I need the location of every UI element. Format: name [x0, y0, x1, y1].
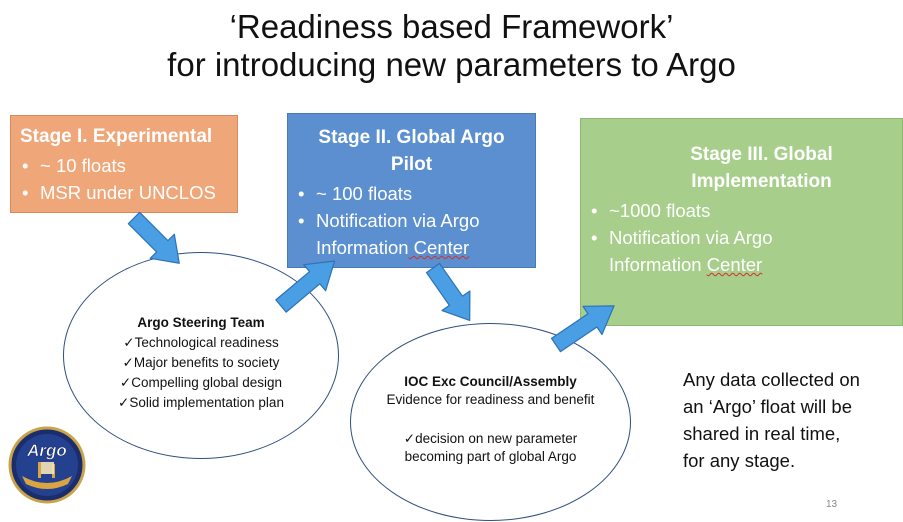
slide-title: ‘Readiness based Framework’ for introduc… — [0, 8, 903, 84]
stage-3-bullet: Notification via Argo Information Center — [585, 224, 898, 278]
check-icon: ✓ — [119, 375, 132, 391]
check-icon: ✓ — [122, 355, 134, 371]
check-icon: ✓ — [123, 335, 135, 351]
stage-3-title-line-1: Stage III. Global — [690, 144, 833, 165]
stage-2-bullet: Notification via Argo Information Center — [292, 207, 531, 261]
stage-3-title-line-2: Implementation — [691, 171, 832, 192]
steering-team-heading: Argo Steering Team — [137, 315, 265, 330]
note-text: Any data collected on an ‘Argo’ float wi… — [683, 366, 893, 474]
stage-2-bullet-text: Notification via Argo — [316, 210, 480, 231]
slide-title-line-2: for introducing new parameters to Argo — [167, 46, 736, 83]
stage-1-box: Stage I. Experimental ~ 10 floats MSR un… — [10, 115, 238, 213]
stage-3-bullet: ~1000 floats — [585, 197, 898, 224]
slide-title-line-1: ‘Readiness based Framework’ — [229, 8, 674, 45]
steering-team-item-text: Technological readiness — [134, 335, 279, 350]
steering-team-item: ✓Compelling global design — [88, 373, 314, 393]
ioc-text: IOC Exc Council/Assembly Evidence for re… — [360, 373, 621, 466]
check-icon: ✓ — [118, 395, 130, 411]
ioc-decision-text: decision on new parameter — [415, 431, 578, 446]
steering-team-item: ✓Solid implementation plan — [88, 393, 314, 413]
stage-2-title-line-2: Pilot — [390, 154, 433, 175]
stage-2-bullet-text-cont-2: Center — [408, 237, 470, 258]
stage-2-box: Stage II. Global Argo Pilot ~ 100 floats… — [287, 113, 536, 268]
stage-2-bullet-text-cont: Information — [316, 237, 409, 258]
note-line: shared in real time, — [683, 423, 841, 444]
stage-3-bullets: ~1000 floats Notification via Argo Infor… — [585, 197, 898, 278]
argo-logo: Argo — [8, 426, 86, 504]
steering-team-item-text: Solid implementation plan — [129, 395, 284, 410]
stage-3-bullet-text: Notification via Argo — [609, 227, 773, 248]
check-icon: ✓ — [403, 431, 416, 447]
note-line: Any data collected on — [683, 369, 860, 390]
steering-team-item-text: Major benefits to society — [133, 355, 280, 370]
stage-3-bullet-text-cont-2: Center — [706, 254, 763, 275]
stage-2-bullets: ~ 100 floats Notification via Argo Infor… — [292, 180, 531, 261]
stage-1-bullets: ~ 10 floats MSR under UNCLOS — [16, 152, 231, 206]
note-line: an ‘Argo’ float will be — [683, 396, 852, 417]
arrow-stage1-to-team — [127, 211, 180, 264]
ioc-heading: IOC Exc Council/Assembly — [404, 374, 577, 389]
steering-team-text: Argo Steering Team ✓Technological readin… — [88, 313, 314, 413]
argo-logo-icon: Argo — [8, 426, 86, 504]
ioc-council-ellipse — [350, 323, 631, 521]
arrow-stage2-to-ioc — [425, 262, 471, 322]
stage-2-title-line-1: Stage II. Global Argo — [318, 127, 505, 148]
ioc-decision-line: ✓decision on new parameter — [360, 430, 621, 448]
steering-team-item: ✓Major benefits to society — [88, 353, 314, 373]
stage-2-bullet: ~ 100 floats — [292, 180, 531, 207]
stage-3-title: Stage III. Global Implementation — [585, 141, 898, 195]
stage-3-box: Stage III. Global Implementation ~1000 f… — [580, 118, 903, 326]
steering-team-item-text: Compelling global design — [131, 375, 283, 390]
stage-1-bullet: ~ 10 floats — [16, 152, 231, 179]
argo-logo-text: Argo — [26, 441, 67, 460]
note-line: for any stage. — [683, 450, 796, 471]
stage-2-title: Stage II. Global Argo Pilot — [292, 124, 531, 178]
stage-1-bullet: MSR under UNCLOS — [16, 179, 231, 206]
stage-3-bullet-text-cont: Information — [609, 254, 707, 275]
page-number: 13 — [826, 499, 838, 510]
ioc-evidence-line: Evidence for readiness and benefit — [386, 392, 595, 407]
stage-1-title: Stage I. Experimental — [20, 126, 213, 147]
arrow-ioc-to-stage3 — [550, 305, 615, 353]
arrow-team-to-stage2 — [275, 260, 336, 313]
steering-team-item: ✓Technological readiness — [88, 333, 314, 353]
ioc-becoming-line: becoming part of global Argo — [404, 449, 577, 464]
